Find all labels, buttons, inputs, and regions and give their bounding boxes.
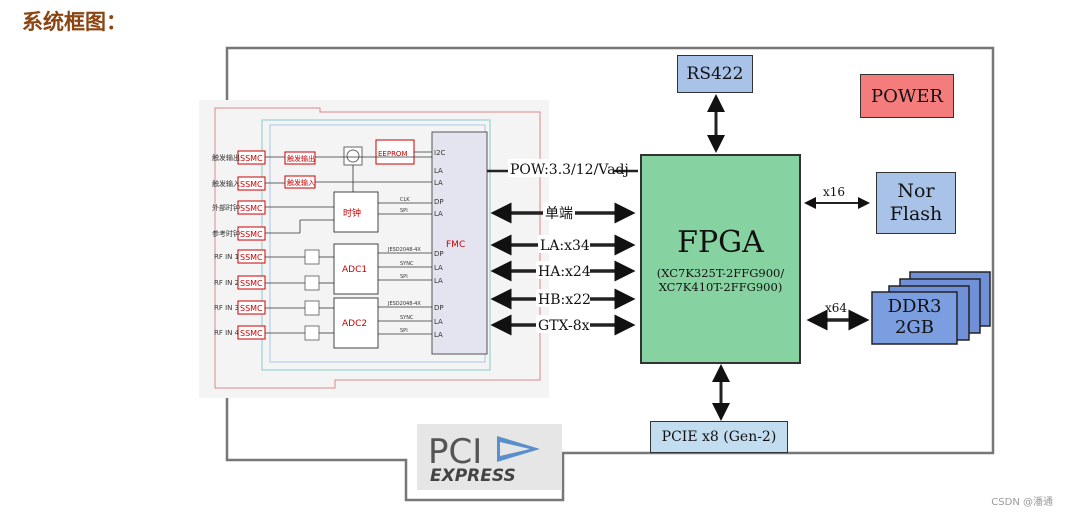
trigger-in-label: 触发输入 [287, 178, 315, 187]
ssmc-label: SSMC [240, 154, 263, 163]
trigger-out-box [284, 151, 316, 165]
fmc-connector [431, 131, 488, 355]
power-box: POWER [860, 74, 954, 118]
pin-label: LA [434, 318, 443, 326]
signal-label: SPI [400, 274, 408, 280]
pin-label: LA [434, 264, 443, 272]
trigger-out-label: 触发输出 [287, 154, 315, 163]
input-label: 参考时钟 [212, 229, 240, 238]
board-outline [225, 46, 995, 502]
fpga-part-1: (XC7K325T-2FFG900/ [656, 265, 785, 280]
clock-chip [333, 191, 379, 233]
power-label: POWER [870, 85, 944, 107]
ssmc-connectors: SSMC SSMC SSMC SSMC SSMC SSMC SSMC SSMC [237, 150, 266, 340]
fpga-box: FPGA (XC7K325T-2FFG900/ XC7K410T-2FFG900… [640, 154, 801, 364]
fmc-board-diagram: FMC EEPROM 时钟 ADC1 ADC2 触发输出 触发输入 SSMC S… [199, 100, 549, 398]
ssmc-label: SSMC [240, 329, 263, 338]
rs422-label: RS422 [686, 64, 744, 84]
input-label: 外部时钟 [212, 203, 240, 212]
input-labels: 触发输出 触发输入 外部时钟 参考时钟 RF IN 1 RF IN 2 RF I… [212, 153, 240, 337]
pin-label: LA [434, 277, 443, 285]
pin-label: LA [434, 179, 443, 187]
pin-label: LA [434, 210, 443, 218]
input-label: 触发输出 [212, 153, 240, 162]
pcie-box: PCIE x8 (Gen-2) [650, 421, 788, 453]
adc2-chip [333, 297, 379, 349]
fpga-title: FPGA [677, 224, 764, 260]
ssmc-label: SSMC [240, 253, 263, 262]
page-heading: 系统框图： [22, 10, 127, 34]
rs422-box: RS422 [677, 55, 753, 93]
ddr3-stack [871, 271, 991, 345]
ssmc-label: SSMC [240, 204, 263, 213]
watermark: CSDN @潘通 [991, 497, 1053, 508]
signal-label: JESD2048-4X [387, 247, 421, 253]
pci-express-logo: PCI EXPRESS [417, 424, 562, 490]
pin-label: I2C [434, 149, 446, 157]
signal-label: SYNC [400, 315, 414, 321]
pin-labels: I2C LA LA DP LA DP LA LA DP LA LA [434, 149, 446, 339]
adc1-chip [333, 243, 379, 295]
clock-label: 时钟 [343, 207, 361, 219]
pow-label: POW:3.3/12/Vadj [510, 162, 629, 178]
la-label: LA:x34 [540, 238, 590, 254]
signal-label: SPI [400, 328, 408, 334]
pin-label: DP [434, 304, 444, 312]
input-label: RF IN 3 [214, 304, 239, 312]
eeprom-label: EEPROM [378, 150, 407, 158]
fpga-part-2: XC7K410T-2FFG900) [658, 279, 783, 294]
pin-label: LA [434, 167, 443, 175]
pin-label: LA [434, 331, 443, 339]
ddr3-label-2: 2GB [894, 317, 935, 338]
pin-label: DP [434, 250, 444, 258]
logo-pci: PCI [428, 432, 482, 472]
signal-label: JESD2048-4X [387, 301, 421, 307]
nor-label-1: Nor [897, 180, 935, 203]
ha-label: HA:x24 [538, 264, 591, 280]
nor-flash-box: Nor Flash [876, 172, 956, 234]
ssmc-label: SSMC [240, 230, 263, 239]
signal-label: CLK [400, 197, 410, 203]
input-label: 触发输入 [212, 179, 240, 188]
logo-express: EXPRESS [430, 466, 516, 486]
adc1-label: ADC1 [342, 265, 367, 275]
gtx-label: GTX-8x [538, 318, 590, 334]
pin-label: DP [434, 198, 444, 206]
fmc-label: FMC [446, 240, 465, 250]
adc2-label: ADC2 [342, 319, 367, 329]
signal-label: SPI [400, 208, 408, 214]
pcie-label: PCIE x8 (Gen-2) [661, 429, 777, 445]
signal-label: SYNC [400, 261, 414, 267]
input-label: RF IN 2 [214, 279, 239, 287]
hb-label: HB:x22 [538, 292, 591, 308]
signal-labels: CLK SPI JESD2048-4X SYNC SPI JESD2048-4X… [387, 197, 421, 334]
ssmc-label: SSMC [240, 304, 263, 313]
ddr3-label-1: DDR3 [887, 296, 942, 318]
input-label: RF IN 1 [214, 253, 239, 261]
single-label: 单端 [545, 206, 573, 222]
input-label: RF IN 4 [214, 329, 240, 337]
x16-label: x16 [823, 185, 845, 199]
fmc-wiring [265, 151, 432, 335]
x64-label: x64 [825, 301, 847, 315]
ssmc-label: SSMC [240, 279, 263, 288]
ddr3-label: DDR3 2GB [872, 292, 957, 344]
nor-label-2: Flash [889, 203, 943, 225]
ssmc-label: SSMC [240, 180, 263, 189]
